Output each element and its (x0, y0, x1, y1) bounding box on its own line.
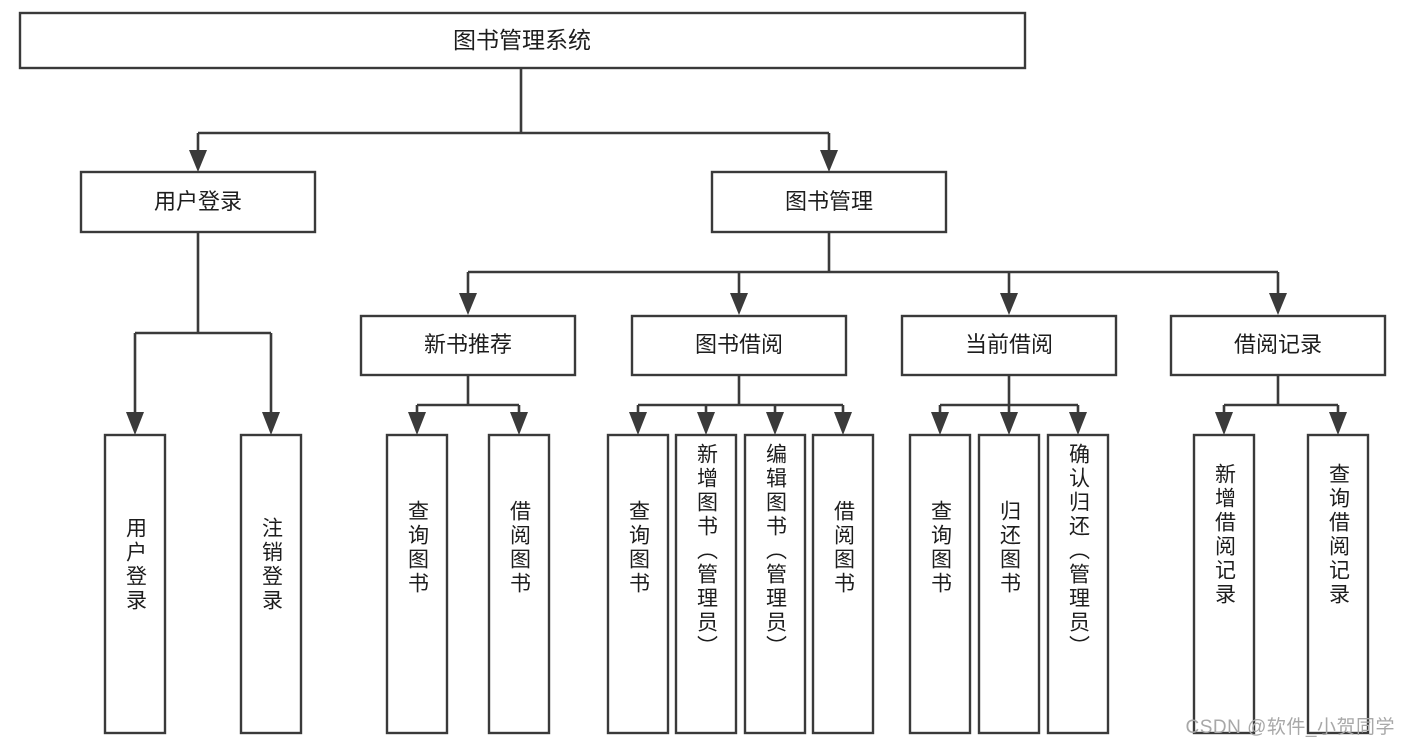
arrow-nb-leaf-1 (408, 412, 426, 435)
arrow-cb-leaf-2 (1000, 412, 1018, 435)
node-user-login-box[interactable] (79, 170, 317, 234)
node-borrow-record-label: 借阅记录 (1234, 332, 1322, 357)
node-current-borrow-box[interactable] (900, 314, 1118, 377)
node-book-borrow-box[interactable] (630, 314, 848, 377)
leaf-box-current-borrow-1[interactable] (977, 433, 1041, 735)
arrow-bb-leaf-4 (834, 412, 852, 435)
node-layer: 图书管理系统 用户登录 图书管理 新书推荐 图书借阅 当前借阅 借阅记录 (18, 11, 1387, 735)
arrow-cb-leaf-3 (1069, 412, 1087, 435)
leaf-box-new-book-0[interactable] (385, 433, 449, 735)
node-book-manage-box[interactable] (710, 170, 948, 234)
arrow-ul-leaf-1 (126, 412, 144, 435)
leaf-box-book-borrow-1[interactable] (674, 433, 738, 735)
leaf-box-book-borrow-3[interactable] (811, 433, 875, 735)
leaf-box-book-borrow-0[interactable] (606, 433, 670, 735)
arrow-bm-to-book-borrow (730, 293, 748, 315)
arrow-nb-leaf-2 (510, 412, 528, 435)
arrow-ul-leaf-2 (262, 412, 280, 435)
node-root-box[interactable] (18, 11, 1027, 70)
arrow-bm-to-borrow-record (1269, 293, 1287, 315)
arrow-br-leaf-1 (1215, 412, 1233, 435)
arrow-bm-to-new-book (459, 293, 477, 315)
node-current-borrow-label: 当前借阅 (965, 332, 1053, 357)
arrow-cb-leaf-1 (931, 412, 949, 435)
node-borrow-record-box[interactable] (1169, 314, 1387, 377)
node-root-label: 图书管理系统 (453, 27, 591, 53)
leaf-box-borrow-record-1[interactable] (1306, 433, 1370, 735)
arrow-bb-leaf-3 (766, 412, 784, 435)
node-book-borrow-label: 图书借阅 (695, 332, 783, 357)
leaf-box-user-login-0[interactable] (103, 433, 167, 735)
arrow-root-to-user-login (189, 150, 207, 172)
leaf-box-new-book-1[interactable] (487, 433, 551, 735)
leaf-box-current-borrow-2[interactable] (1046, 433, 1110, 735)
node-book-manage-label: 图书管理 (785, 189, 873, 214)
csdn-watermark: CSDN @软件_小贺同学 (1185, 717, 1395, 738)
connector-layer (126, 68, 1347, 435)
leaf-box-book-borrow-2[interactable] (743, 433, 807, 735)
node-new-book-recommend-label: 新书推荐 (424, 332, 512, 357)
arrow-bm-to-current-borrow (1000, 293, 1018, 315)
node-new-book-recommend-box[interactable] (359, 314, 577, 377)
arrow-bb-leaf-1 (629, 412, 647, 435)
node-user-login-label: 用户登录 (154, 189, 242, 214)
leaf-box-current-borrow-0[interactable] (908, 433, 972, 735)
leaf-box-borrow-record-0[interactable] (1192, 433, 1256, 735)
arrow-root-to-book-manage (820, 150, 838, 172)
arrow-bb-leaf-2 (697, 412, 715, 435)
arrow-br-leaf-2 (1329, 412, 1347, 435)
leaf-box-user-login-1[interactable] (239, 433, 303, 735)
